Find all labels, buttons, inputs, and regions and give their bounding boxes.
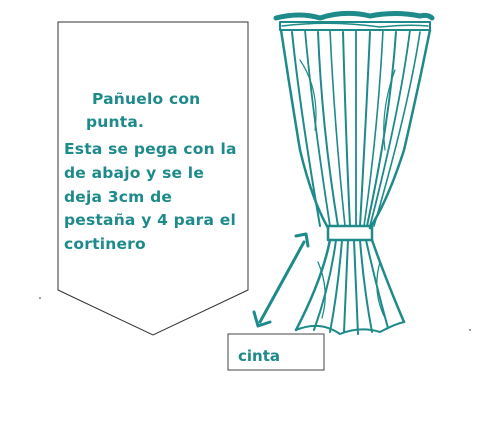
note-line-2: punta. [86, 113, 145, 131]
note-line-3: Esta se pega con la [64, 140, 237, 158]
pennant-shape [57, 21, 249, 336]
arrow-shaft [258, 240, 306, 324]
stray-dot [39, 297, 41, 299]
note-line-7: cortinero [64, 235, 146, 253]
cinta-label-box [227, 333, 325, 371]
curtain-lower-left [294, 238, 332, 332]
note-line-4: de abajo y se le [64, 164, 205, 182]
curtain-drawing [273, 10, 435, 335]
tieback-band [326, 224, 374, 242]
curtain-rod [273, 10, 435, 21]
note-line-5: deja 3cm de [64, 188, 173, 206]
measure-arrow [252, 232, 310, 328]
note-line-1: Pañuelo con [92, 90, 201, 108]
stray-dot [469, 329, 471, 331]
arrow-head-top [294, 232, 310, 248]
note-line-6: pestaña y 4 para el [64, 211, 236, 229]
cinta-label: cinta [238, 347, 281, 365]
curtain-right-edge [368, 28, 432, 230]
curtain-left-edge [279, 28, 330, 230]
arrow-head-bottom [252, 310, 272, 328]
curtain-lower-right [370, 238, 406, 324]
